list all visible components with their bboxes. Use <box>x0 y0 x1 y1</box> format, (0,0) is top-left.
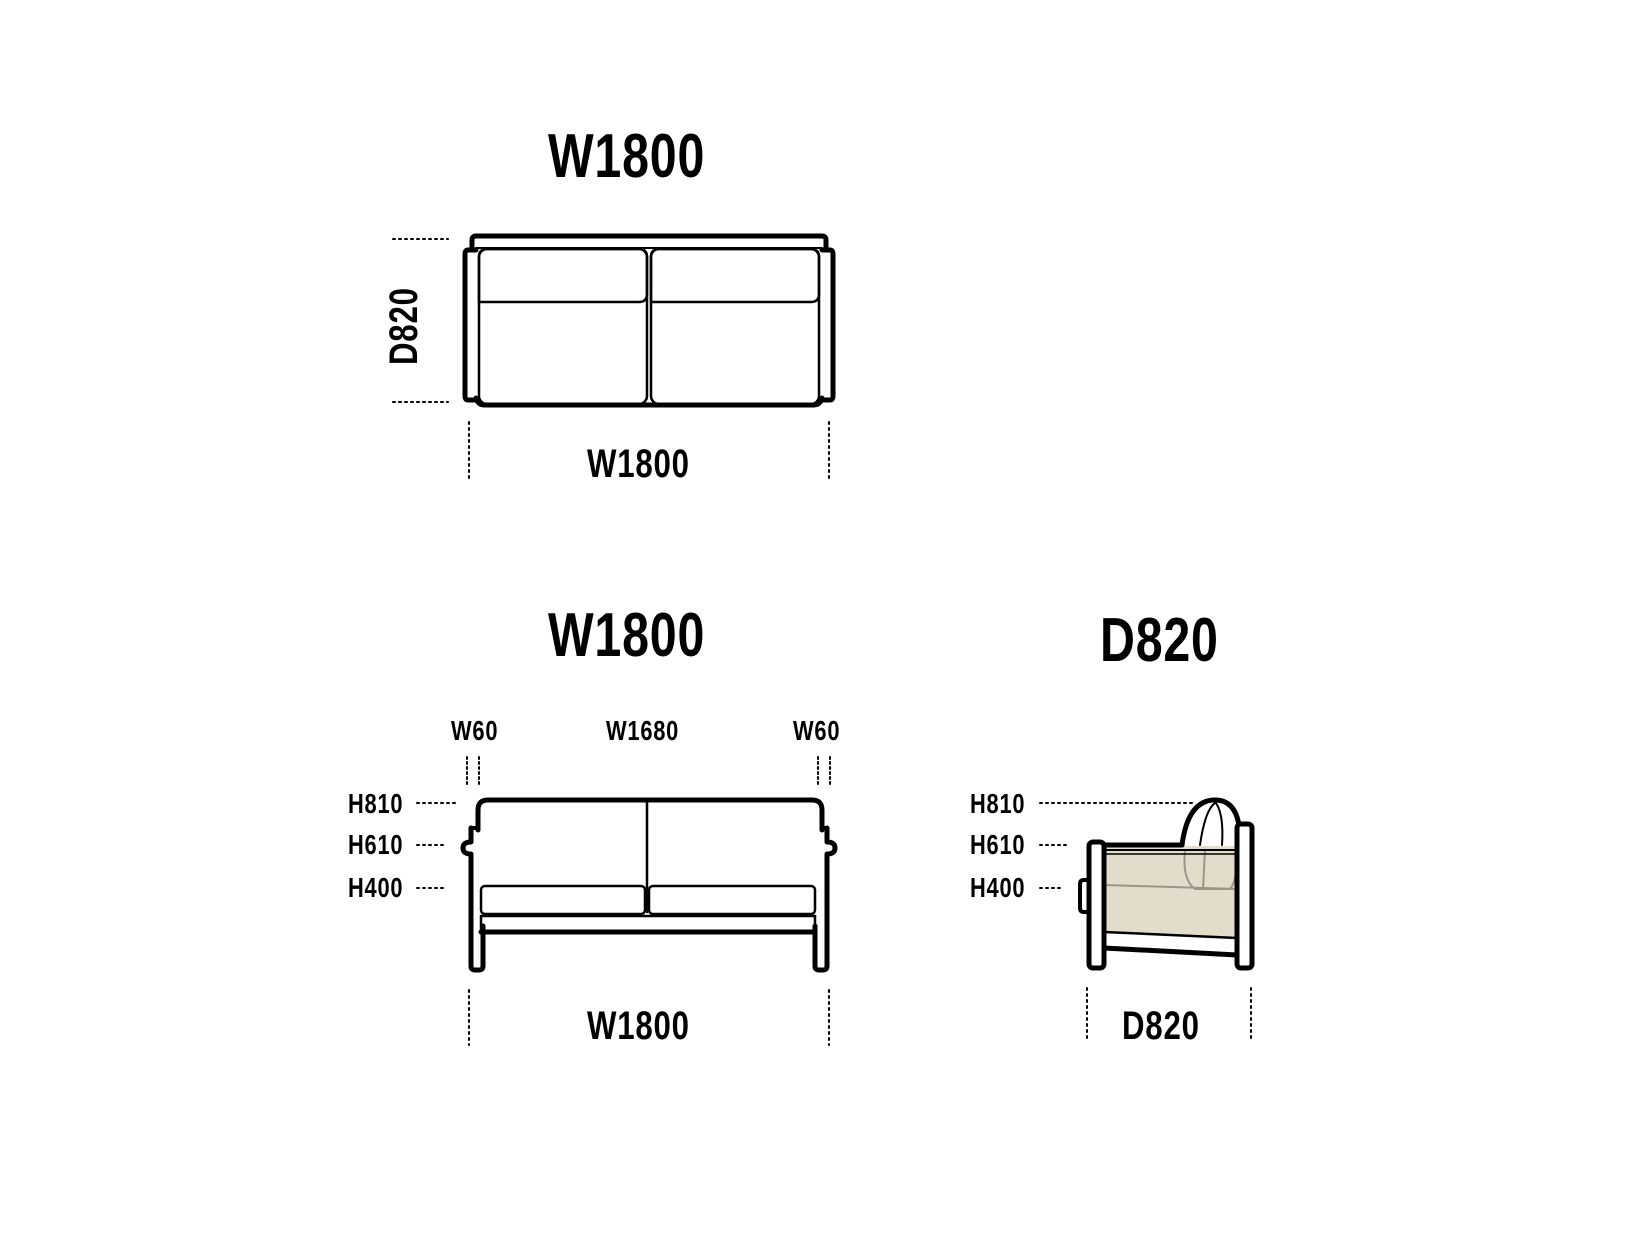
side-view-height-label: H400 <box>970 872 1026 903</box>
front-view-title: W1800 <box>548 601 706 670</box>
side-view-depth-label: D820 <box>1122 1004 1200 1048</box>
top-view-title: W1800 <box>548 122 706 191</box>
front-view-height-label: H810 <box>348 788 404 819</box>
top-view-depth-label: D820 <box>382 287 426 365</box>
front-view-width-label: W1800 <box>587 1004 690 1048</box>
side-view-height-label: H810 <box>970 788 1026 819</box>
front-view-arm-left-label: W60 <box>451 715 499 746</box>
front-view-height-label: H400 <box>348 872 404 903</box>
sofa-top-view-icon <box>392 233 836 481</box>
side-view-height-label: H610 <box>970 829 1026 860</box>
sofa-side-view-icon <box>1039 797 1255 1043</box>
sofa-front-view-icon <box>416 756 838 1046</box>
front-view-height-label: H610 <box>348 829 404 860</box>
front-view-seat-width-label: W1680 <box>606 715 680 746</box>
top-view-width-label: W1800 <box>587 442 690 486</box>
side-view-title: D820 <box>1100 606 1219 675</box>
front-view-arm-right-label: W60 <box>793 715 841 746</box>
